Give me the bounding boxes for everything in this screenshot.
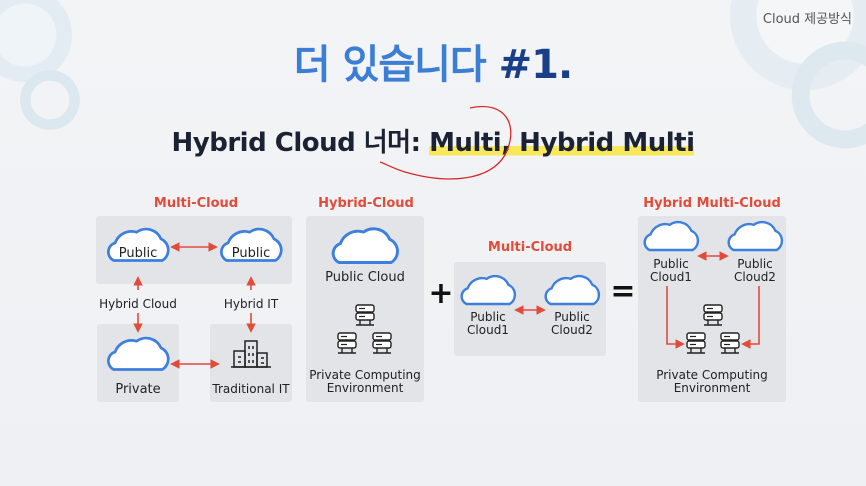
hmc-cloud2-line2: Cloud2	[734, 270, 776, 284]
cloud-icon	[727, 220, 784, 252]
cloud-icon	[460, 274, 517, 306]
mc-traditional-box	[210, 324, 292, 402]
hc-private-line1: Private Computing	[309, 368, 421, 382]
equals-operator: =	[610, 274, 636, 309]
server-icon	[372, 332, 392, 354]
mcs-cloud2-line2: Cloud2	[551, 323, 593, 337]
hybrid-cloud-link-label: Hybrid Cloud	[99, 297, 177, 311]
annotation-stroke	[379, 105, 512, 180]
multi-cloud-small-title: Multi-Cloud	[487, 240, 573, 255]
hybrid-it-link-label: Hybrid IT	[223, 297, 279, 311]
arrow-icon	[666, 286, 685, 349]
cloud-icon	[544, 274, 601, 306]
hmc-private-line2: Environment	[673, 381, 751, 395]
multi-cloud-title: Multi-Cloud	[153, 196, 239, 211]
plus-operator: +	[428, 276, 454, 311]
server-icon	[355, 304, 375, 326]
subtitle-prefix: Hybrid Cloud 너머:	[171, 128, 430, 158]
hmc-cloud2-line1: Public	[737, 257, 773, 271]
server-icon	[337, 332, 357, 354]
hc-public-cloud-label: Public Cloud	[325, 270, 405, 285]
hmc-private-line1: Private Computing	[656, 368, 768, 382]
mc-public-right-label: Public	[231, 246, 271, 261]
cloud-icon	[643, 220, 700, 252]
page-title-text: 더 있습니다	[293, 42, 499, 88]
hc-private-line2: Environment	[326, 381, 404, 395]
mcs-cloud1-line2: Cloud1	[467, 323, 509, 337]
mc-private-label: Private	[115, 382, 161, 397]
hmc-cloud1-line2: Cloud1	[650, 270, 692, 284]
decor-circle-left	[20, 70, 80, 130]
server-icon	[686, 332, 706, 354]
arrow-icon	[741, 286, 760, 349]
mcs-cloud1-line1: Public	[470, 310, 506, 324]
mc-public-left-label: Public	[118, 246, 158, 261]
server-icon	[720, 332, 740, 354]
server-icon	[703, 304, 723, 326]
page-title: 더 있습니다 #1.	[0, 32, 866, 90]
page-subtitle: Hybrid Cloud 너머: Multi, Hybrid Multi	[0, 122, 866, 159]
mcs-cloud2-line1: Public	[554, 310, 590, 324]
cloud-icon	[331, 227, 399, 264]
cloud-icon	[107, 336, 170, 371]
section-label: Cloud 제공방식	[762, 12, 852, 27]
hybrid-multi-cloud-title: Hybrid Multi-Cloud	[643, 196, 781, 211]
subtitle-highlight: Multi, Hybrid Multi	[429, 128, 695, 158]
hmc-cloud1-line1: Public	[653, 257, 689, 271]
building-icon	[231, 340, 271, 368]
page-title-number: #1.	[498, 42, 574, 88]
mc-traditional-label: Traditional IT	[212, 382, 290, 396]
hybrid-cloud-title: Hybrid-Cloud	[318, 196, 414, 211]
